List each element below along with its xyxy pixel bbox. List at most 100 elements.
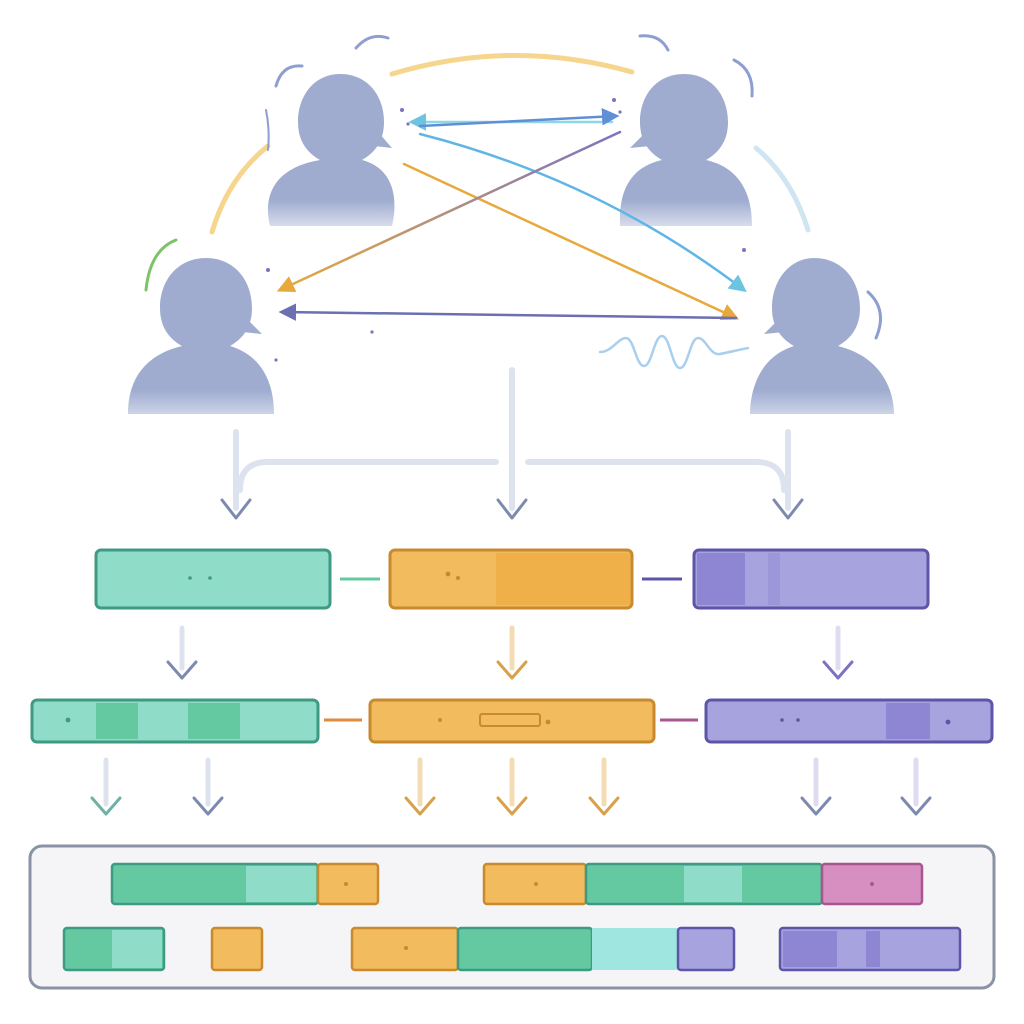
block-body: [30, 698, 320, 744]
funnel-connectors: [233, 367, 791, 511]
person-icon: [750, 258, 894, 414]
stage-arrows-1: [166, 625, 854, 680]
block-body: [368, 698, 656, 744]
participant-4: [740, 258, 910, 440]
arc-left-yellow: [209, 143, 271, 235]
chevron-down-icon: [822, 660, 854, 680]
chevron-down-icon: [588, 796, 620, 816]
block-speck: [456, 576, 460, 580]
chevron-down-icon: [496, 660, 528, 680]
block-speck: [404, 946, 408, 950]
block-segment: [188, 703, 240, 739]
person-icon: [267, 74, 395, 226]
middle-block-teal: [30, 698, 320, 744]
timeline-row-1: [110, 862, 924, 906]
arc-left-green: [144, 238, 178, 292]
connector-branch-right: [525, 459, 787, 493]
speech-tip: [764, 318, 784, 334]
block-segment: [768, 553, 780, 605]
chevron-down-icon: [192, 796, 224, 816]
speech-tip: [630, 132, 650, 148]
chevron-down-icon: [496, 498, 528, 520]
person-icon: [128, 258, 274, 414]
block-speck: [445, 571, 451, 577]
chevron-down-icon: [800, 796, 832, 816]
motion-mark-6: [265, 109, 270, 151]
chevron-down-icon: [404, 796, 436, 816]
speckle: [612, 98, 616, 102]
block-speck: [945, 719, 951, 725]
timeline-bar: [456, 926, 594, 972]
timeline-bar: [684, 866, 742, 902]
motion-mark-4: [732, 58, 754, 98]
arrow-p1-to-p4-blue: [418, 132, 747, 293]
person-icon: [619, 74, 752, 226]
motion-mark-1: [274, 64, 304, 88]
speckles: [266, 98, 746, 362]
timeline-bar: [676, 926, 736, 972]
block-speck: [534, 882, 538, 886]
speckle: [400, 108, 404, 112]
chevron-down-icon: [900, 796, 932, 816]
top-block-orange: [388, 548, 634, 610]
motion-mark-3: [638, 34, 670, 52]
block-segment: [886, 703, 930, 739]
block-speck: [208, 576, 212, 580]
timeline-bar: [112, 930, 162, 968]
person-fade: [260, 200, 410, 244]
block-speck: [438, 718, 442, 722]
arc-top-yellow: [389, 53, 635, 77]
person-fade: [610, 200, 760, 244]
block-speck: [188, 576, 192, 580]
speckle: [406, 122, 410, 126]
decorative-arcs: [144, 34, 882, 340]
block-body: [692, 548, 930, 610]
squiggle-icon: [598, 334, 750, 370]
speckle: [618, 110, 622, 114]
middle-block-orange: [368, 698, 656, 744]
arrow-p1-to-p4-orange: [402, 162, 740, 321]
block-speck: [796, 718, 800, 722]
interaction-arrows: [276, 107, 747, 321]
top-block-purple: [692, 548, 930, 610]
block-speck: [65, 717, 71, 723]
arc-right-blue: [753, 145, 811, 233]
block-speck: [545, 719, 551, 725]
speckle: [370, 330, 374, 334]
motion-mark-5: [866, 290, 882, 340]
person-fade: [118, 390, 288, 440]
block-body: [94, 548, 332, 610]
timeline-bar: [783, 931, 837, 967]
chevron-down-icon: [166, 660, 198, 680]
speckle: [266, 268, 270, 272]
speckle: [742, 248, 746, 252]
block-segment: [496, 553, 630, 605]
chevron-down-icon: [496, 796, 528, 816]
participant-1: [260, 74, 410, 244]
block-segment: [697, 553, 745, 605]
block-speck: [870, 882, 874, 886]
timeline-bar: [592, 928, 678, 970]
motion-mark-2: [354, 34, 390, 50]
top-block-teal: [94, 548, 332, 610]
connector-branch-left: [237, 459, 499, 493]
timeline-bar: [210, 926, 264, 972]
block-speck: [780, 718, 784, 722]
participant-3: [118, 258, 288, 440]
speech-tip: [374, 132, 392, 148]
chevron-down-icon: [220, 498, 252, 520]
middle-block-purple: [704, 698, 994, 744]
arrow-p2-to-p3: [276, 130, 622, 293]
funnel-arrowheads: [220, 498, 804, 520]
stage-arrows-2: [90, 757, 932, 816]
speckle: [274, 358, 278, 362]
chevron-down-icon: [772, 498, 804, 520]
block-segment: [479, 713, 541, 727]
block-speck: [344, 882, 348, 886]
timeline-bar: [866, 931, 880, 967]
timeline-panel: [28, 844, 996, 990]
person-fade: [740, 390, 910, 440]
arrow-p4-to-p3: [278, 303, 738, 321]
arrow-p1-to-p2: [418, 107, 620, 128]
